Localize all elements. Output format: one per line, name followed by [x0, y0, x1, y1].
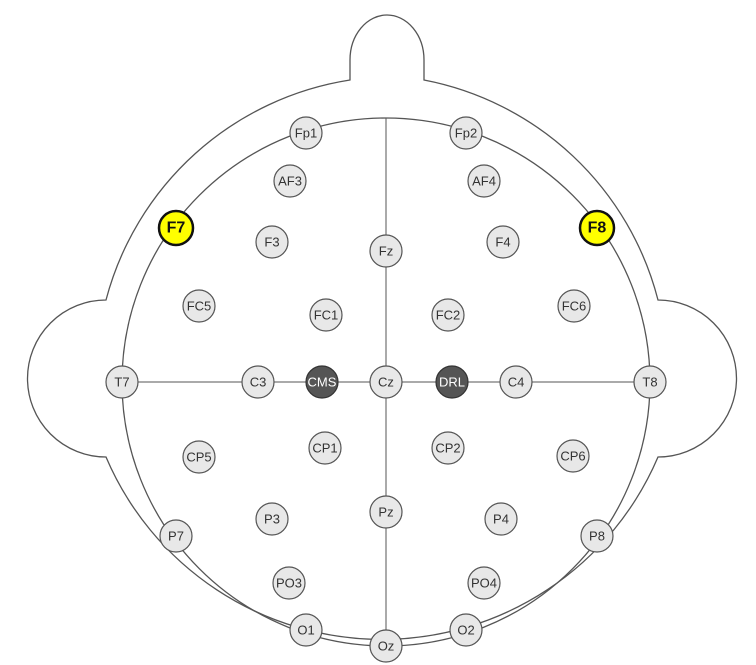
electrode-f8[interactable]: F8	[578, 209, 616, 247]
electrode-f7[interactable]: F7	[157, 209, 195, 247]
electrode-label: FC5	[187, 299, 212, 314]
electrode-pz[interactable]: Pz	[369, 495, 403, 529]
electrode-fp1[interactable]: Fp1	[289, 116, 323, 150]
electrode-label: T7	[114, 375, 129, 390]
electrode-fc2[interactable]: FC2	[431, 298, 465, 332]
electrode-label: O2	[457, 623, 474, 638]
electrode-p4[interactable]: P4	[484, 502, 518, 536]
electrode-label: P7	[168, 529, 184, 544]
electrode-label: AF4	[472, 174, 496, 189]
electrode-label: Fz	[379, 244, 393, 259]
head-outline	[26, 14, 738, 640]
electrode-fc1[interactable]: FC1	[309, 298, 343, 332]
electrode-t8[interactable]: T8	[633, 365, 667, 399]
electrode-cp6[interactable]: CP6	[556, 439, 590, 473]
electrode-label: CP2	[435, 441, 460, 456]
electrode-label: Pz	[378, 505, 393, 520]
electrode-af4[interactable]: AF4	[467, 164, 501, 198]
electrode-cp2[interactable]: CP2	[431, 431, 465, 465]
electrode-label: T8	[642, 375, 657, 390]
electrode-label: FC1	[314, 308, 339, 323]
electrode-label: C3	[250, 375, 267, 390]
electrode-cp5[interactable]: CP5	[182, 440, 216, 474]
electrode-label: FC6	[562, 299, 587, 314]
electrode-p3[interactable]: P3	[255, 502, 289, 536]
electrode-label: CP5	[186, 450, 211, 465]
electrode-label: PO3	[276, 576, 302, 591]
electrode-label: AF3	[278, 174, 302, 189]
electrode-label: Fp1	[295, 126, 317, 141]
electrode-fc5[interactable]: FC5	[182, 289, 216, 323]
electrode-label: CMS	[308, 375, 337, 390]
electrode-t7[interactable]: T7	[105, 365, 139, 399]
electrode-label: Oz	[378, 639, 395, 654]
electrode-o2[interactable]: O2	[449, 613, 483, 647]
electrode-label: Fp2	[455, 126, 477, 141]
electrode-o1[interactable]: O1	[289, 613, 323, 647]
electrode-cms[interactable]: CMS	[305, 365, 339, 399]
electrode-label: CP1	[312, 441, 337, 456]
electrode-label: CP6	[560, 449, 585, 464]
electrode-c3[interactable]: C3	[241, 365, 275, 399]
electrode-label: F3	[264, 235, 279, 250]
electrode-label: P3	[264, 512, 280, 527]
electrode-label: F4	[495, 235, 510, 250]
electrode-label: F8	[588, 220, 607, 237]
electrode-f3[interactable]: F3	[255, 225, 289, 259]
electrode-fz[interactable]: Fz	[369, 234, 403, 268]
electrode-c4[interactable]: C4	[499, 365, 533, 399]
electrode-label: PO4	[471, 576, 497, 591]
electrode-p8[interactable]: P8	[580, 519, 614, 553]
electrode-af3[interactable]: AF3	[273, 164, 307, 198]
electrode-label: Cz	[378, 375, 394, 390]
electrode-label: P8	[589, 529, 605, 544]
electrode-po3[interactable]: PO3	[272, 566, 306, 600]
electrode-label: FC2	[436, 308, 461, 323]
electrode-fp2[interactable]: Fp2	[449, 116, 483, 150]
electrode-drl[interactable]: DRL	[435, 365, 469, 399]
electrode-label: C4	[508, 375, 525, 390]
electrode-label: O1	[297, 623, 314, 638]
electrode-label: DRL	[439, 375, 465, 390]
electrode-label: P4	[493, 512, 509, 527]
electrode-fc6[interactable]: FC6	[557, 289, 591, 323]
electrode-cz[interactable]: Cz	[369, 365, 403, 399]
electrode-oz[interactable]: Oz	[369, 629, 403, 663]
electrode-po4[interactable]: PO4	[467, 566, 501, 600]
electrode-p7[interactable]: P7	[159, 519, 193, 553]
electrode-f4[interactable]: F4	[486, 225, 520, 259]
electrode-label: F7	[167, 220, 186, 237]
electrode-cp1[interactable]: CP1	[308, 431, 342, 465]
